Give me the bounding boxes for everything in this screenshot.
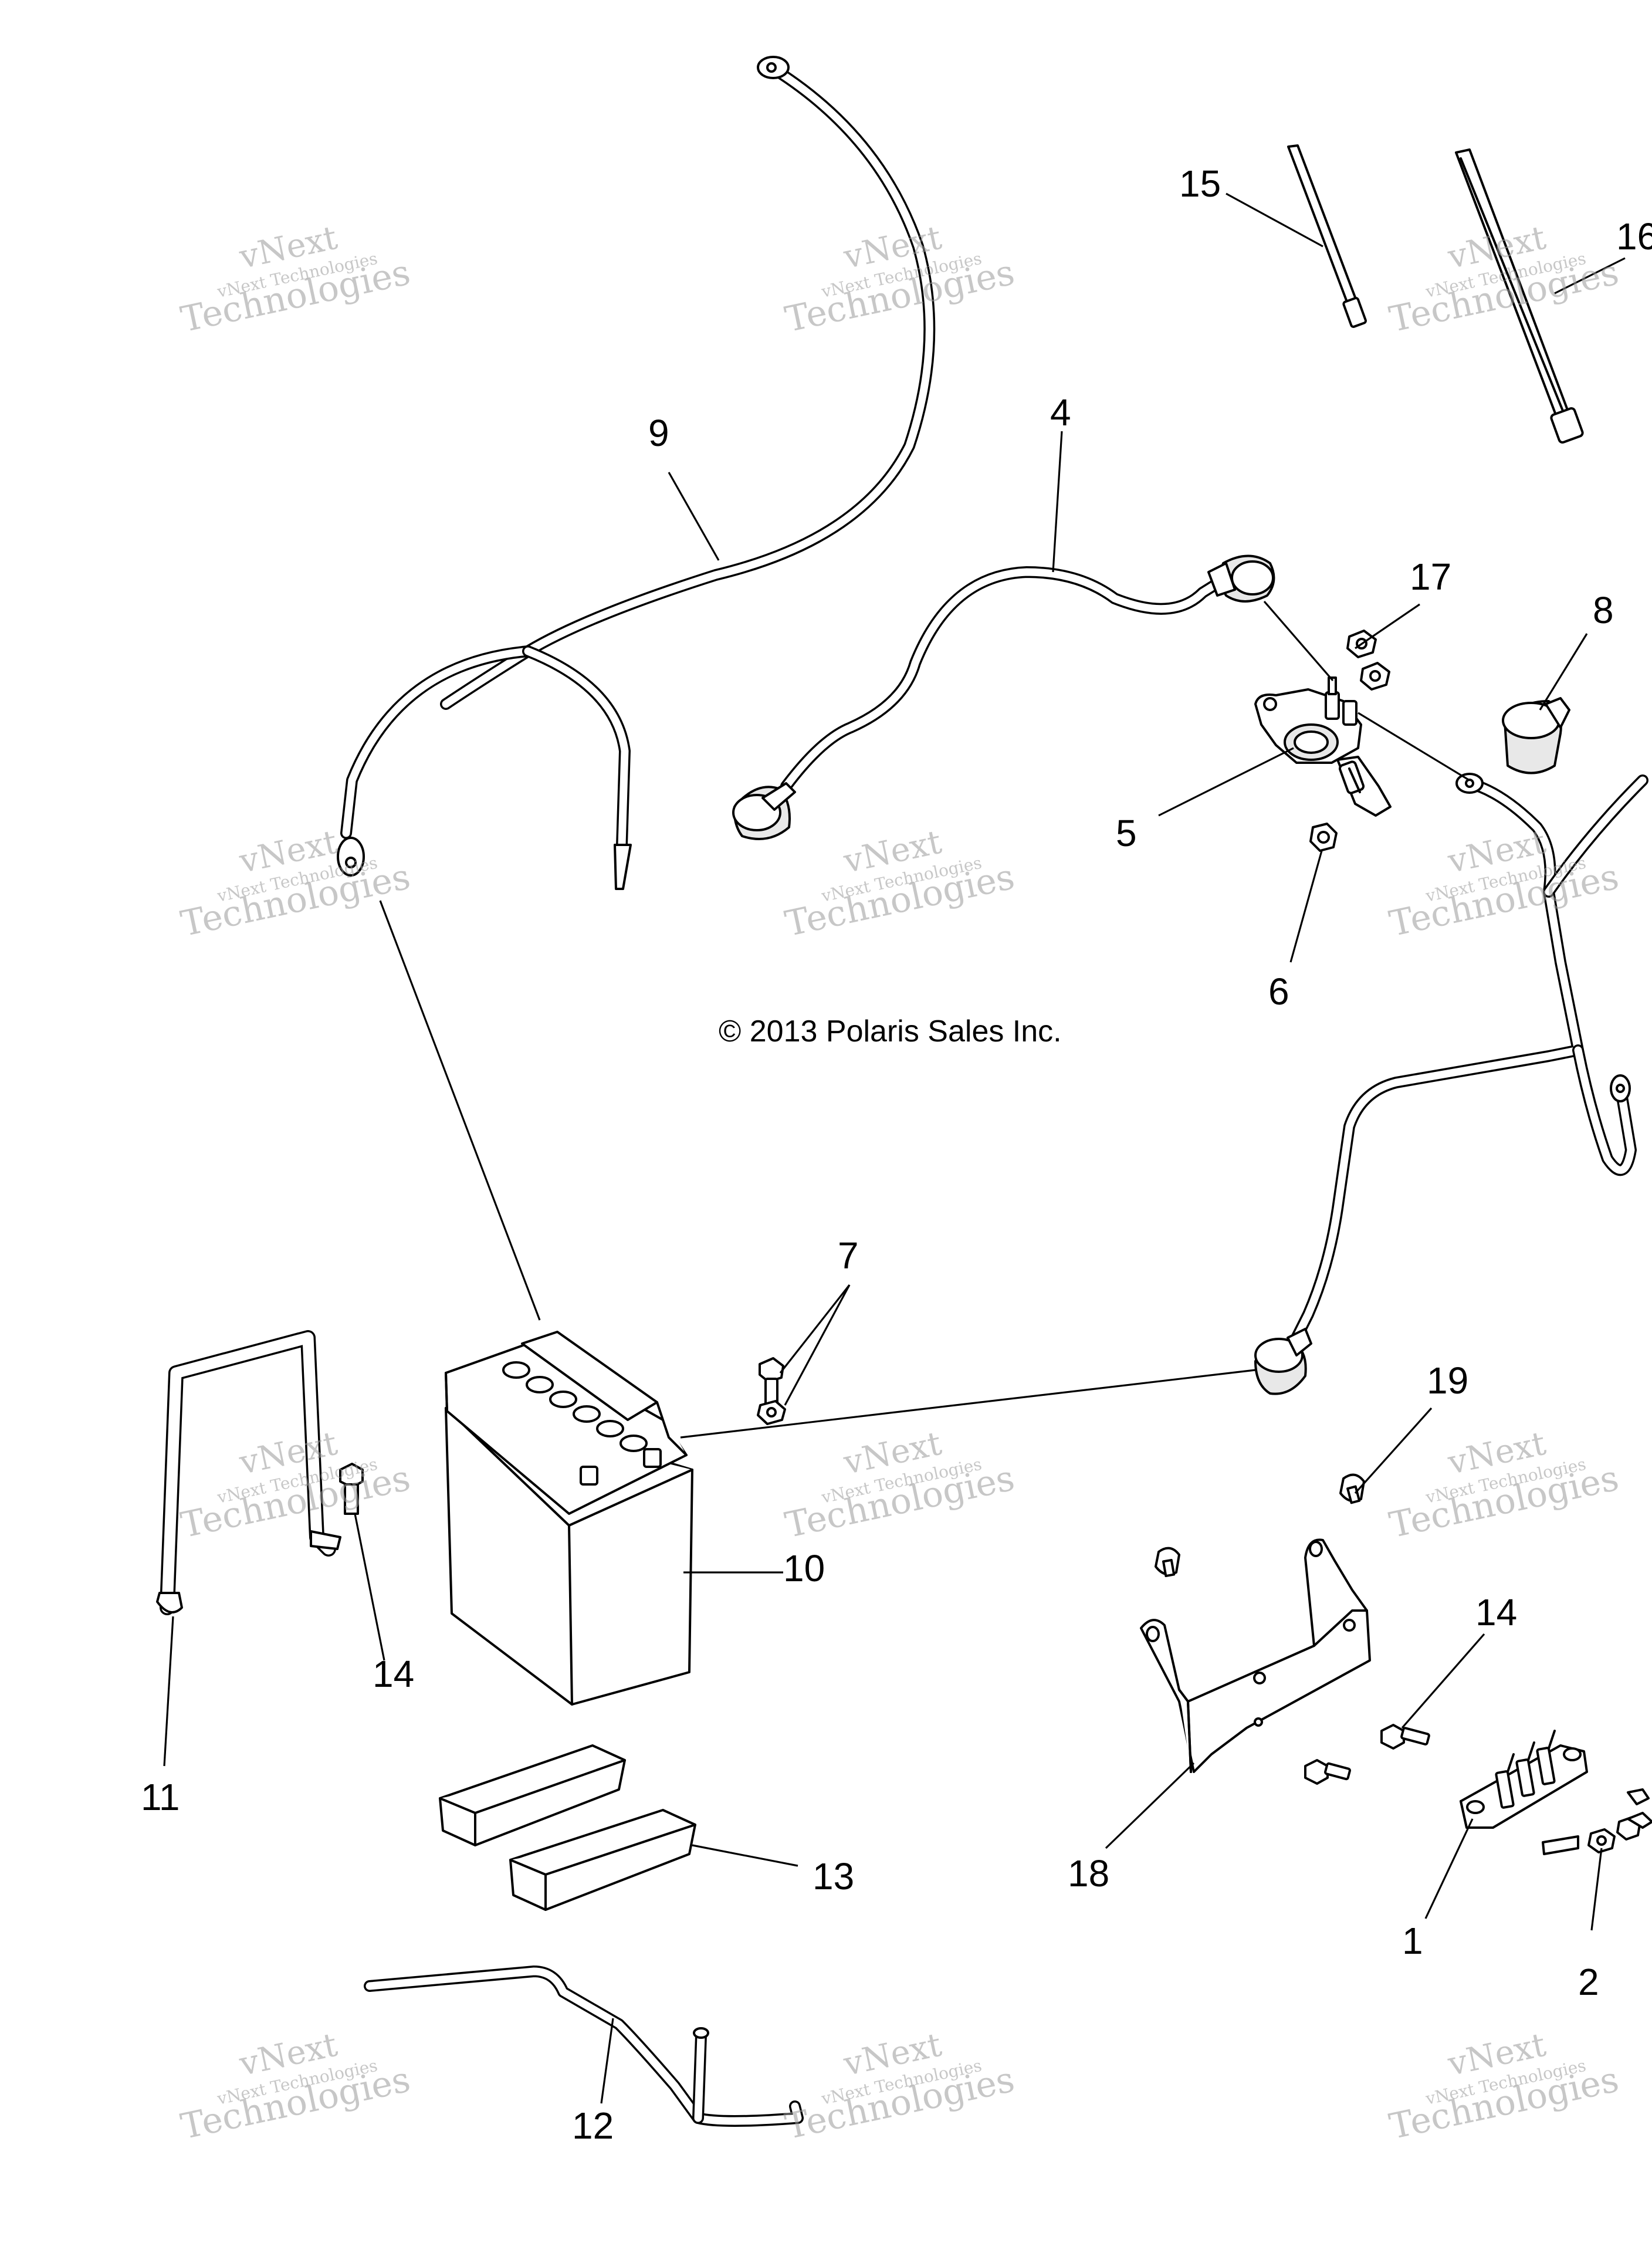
watermark: vNext vNext Technologies Technologies [1386,823,1622,945]
cable-right [1254,773,1648,1395]
callout-18: 18 [1068,1852,1109,1895]
battery-caps [502,1361,648,1452]
callout-19: 19 [1427,1359,1468,1402]
callout-11: 11 [141,1776,180,1818]
bracket-18 [1140,1538,1371,1773]
callout-7: 7 [838,1234,859,1277]
callout-4: 4 [1050,391,1071,434]
bolt-14-right [1304,1724,1430,1785]
callout-1: 1 [1402,1920,1423,1962]
callout-labels: 9 4 15 16 17 8 5 6 7 19 10 14 14 11 13 1… [141,163,1652,2147]
callout-15: 15 [1179,163,1221,205]
leader-lines [163,192,1626,2104]
callout-13: 13 [813,1855,854,1897]
bolt-nut-7 [757,1357,786,1425]
cable-4 [732,554,1275,840]
cable-tie-16 [1455,148,1584,444]
pad-13 [439,1744,696,1911]
callout-8: 8 [1593,589,1614,631]
nut-6 [1309,823,1338,852]
rod-12 [364,1966,804,2127]
callout-12: 12 [572,2105,614,2147]
callout-9: 9 [648,412,669,454]
bolt-14-left [339,1463,364,1515]
callout-6: 6 [1268,970,1289,1013]
battery-10 [445,1331,693,1706]
terminal-boot-8 [1502,697,1570,774]
solenoid-5 [1254,676,1392,817]
cable-tie-15 [1287,144,1367,328]
callout-10: 10 [783,1547,825,1589]
callout-5: 5 [1116,812,1137,854]
callout-2: 2 [1578,1961,1599,2003]
callout-14-left: 14 [373,1653,414,1695]
strap-11 [156,1330,341,1615]
nut-bolt-2 [1542,1788,1652,1855]
copyright-text: © 2013 Polaris Sales Inc. [719,1014,1062,1048]
callout-16: 16 [1616,215,1652,258]
callout-17: 17 [1410,556,1451,598]
callout-14-right: 14 [1475,1591,1517,1633]
terminal-block-1 [1460,1730,1588,1829]
battery-cable-9 [337,56,936,890]
